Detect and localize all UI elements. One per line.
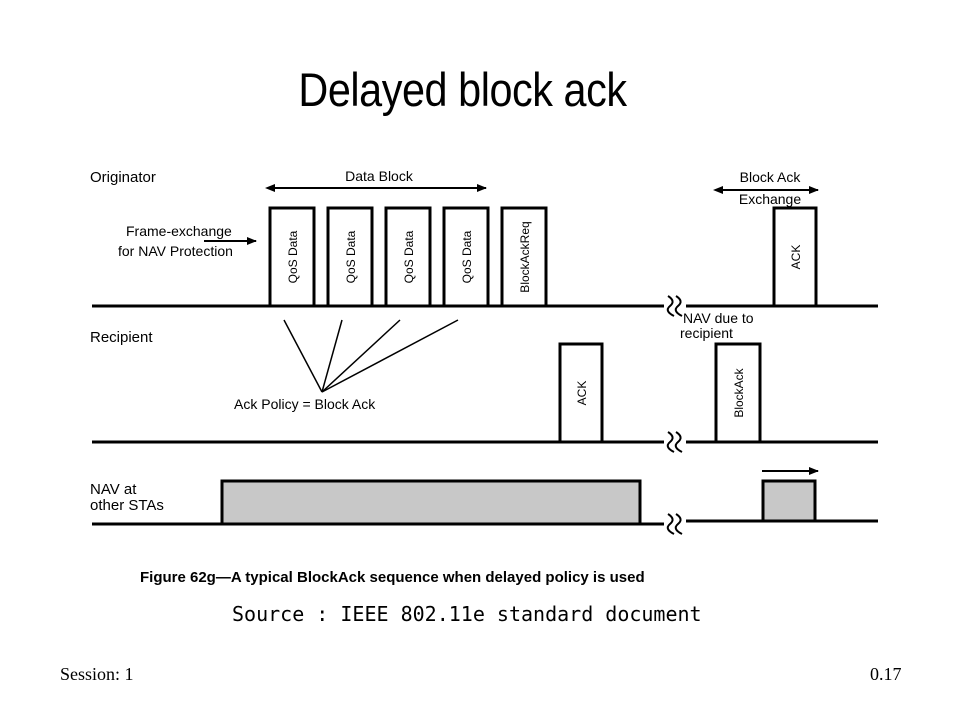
frame-label: BlockAck: [732, 367, 746, 417]
block-ack-exchange-line1: Block Ack: [740, 169, 802, 185]
nav-due-line2: recipient: [680, 325, 733, 341]
nav-label-line1: NAV at: [90, 481, 137, 498]
frame-label: QoS Data: [460, 230, 474, 283]
originator-frame-4: QoS Data: [442, 206, 490, 308]
nav-due-line1: NAV due to: [683, 310, 754, 326]
nav-extension-block: [761, 479, 817, 523]
figure-caption: Figure 62g—A typical BlockAck sequence w…: [140, 569, 645, 586]
recipient-ack-frame: ACK: [558, 342, 604, 444]
frame-label: QoS Data: [344, 230, 358, 283]
originator-frame-blockackreq: BlockAckReq: [500, 206, 548, 308]
nav-label-line2: other STAs: [90, 497, 164, 514]
originator-ack-frame: ACK: [772, 206, 818, 308]
frame-label: QoS Data: [402, 230, 416, 283]
frame-label: ACK: [789, 245, 803, 270]
recipient-break-icon: [666, 431, 683, 453]
nav-break-icon: [666, 513, 683, 535]
recipient-label: Recipient: [90, 329, 153, 346]
originator-break-icon: [666, 295, 683, 317]
frame-label: BlockAckReq: [518, 221, 532, 292]
session-label: Session: 1: [60, 664, 134, 684]
data-block-label: Data Block: [345, 168, 414, 184]
originator-frame-2: QoS Data: [326, 206, 374, 308]
originator-label: Originator: [90, 169, 156, 186]
frame-exchange-line2: for NAV Protection: [118, 243, 233, 259]
originator-frame-3: QoS Data: [384, 206, 432, 308]
recipient-blockack-frame: BlockAck: [714, 342, 762, 444]
frame-exchange-line1: Frame-exchange: [126, 223, 232, 239]
page-number: 0.17: [870, 664, 902, 684]
source-citation: Source : IEEE 802.11e standard document: [232, 602, 702, 626]
slide-title: Delayed block ack: [298, 63, 627, 116]
frame-label: ACK: [575, 381, 589, 406]
block-ack-exchange-line2: Exchange: [739, 191, 801, 207]
ack-policy-label: Ack Policy = Block Ack: [234, 396, 376, 412]
frame-label: QoS Data: [286, 230, 300, 283]
ack-policy-pointer-lines: [283, 319, 459, 393]
nav-duration-block: [220, 479, 642, 526]
originator-frame-1: QoS Data: [268, 206, 316, 308]
